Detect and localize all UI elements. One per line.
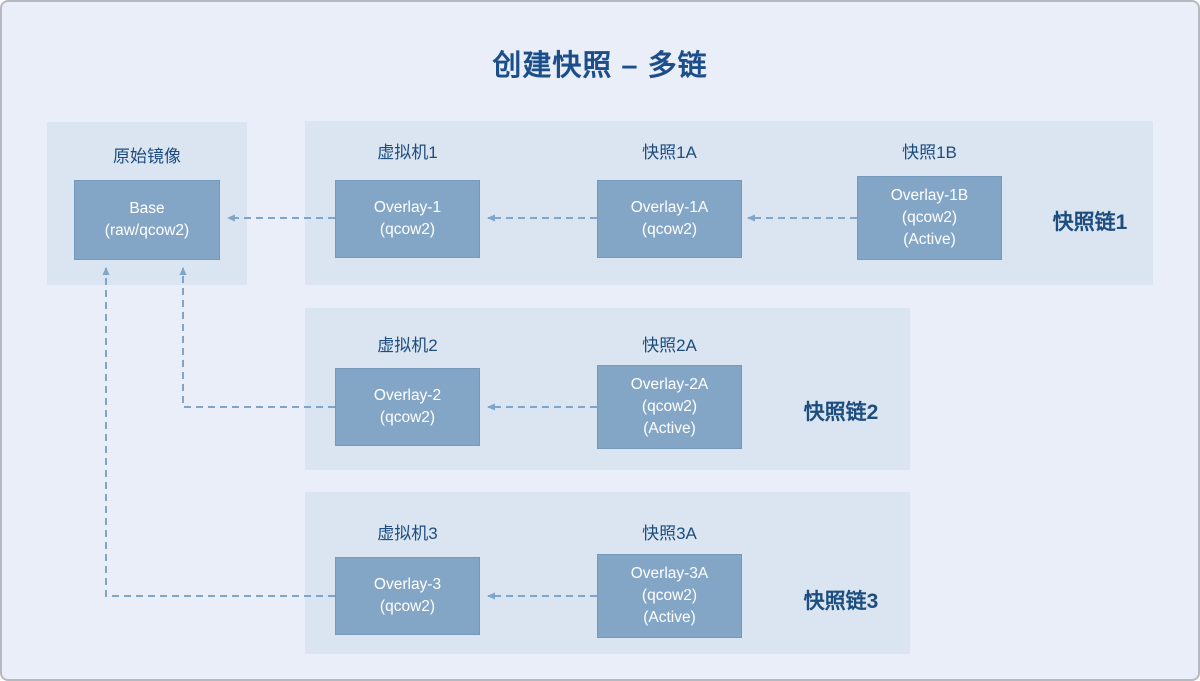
node-overlay-2a: Overlay-2A (qcow2) (Active) [597, 365, 742, 449]
node-overlay-1-line1: Overlay-1 [373, 199, 442, 216]
node-overlay-1a: Overlay-1A (qcow2) [597, 180, 742, 258]
node-overlay-1a-line2: (qcow2) [641, 221, 698, 238]
node-label-snapshot1b: 快照1B [902, 143, 957, 162]
node-overlay-2: Overlay-2 (qcow2) [335, 368, 480, 446]
chain1-name: 快照链1 [1052, 211, 1128, 234]
node-overlay-2-line1: Overlay-2 [373, 387, 442, 404]
arrow-overlay2-to-base [179, 267, 335, 408]
node-overlay-1b-line2: (qcow2) [901, 209, 958, 226]
node-overlay-3-line1: Overlay-3 [373, 576, 442, 593]
node-base: Base (raw/qcow2) [74, 180, 220, 260]
chain3-name: 快照链3 [803, 590, 879, 613]
node-overlay-1b-line1: Overlay-1B [890, 187, 969, 204]
node-overlay-1a-line1: Overlay-1A [630, 199, 709, 216]
node-label-snapshot2a: 快照2A [642, 336, 697, 355]
node-overlay-3a-line3: (Active) [643, 609, 696, 626]
node-overlay-2a-line1: Overlay-2A [630, 376, 709, 393]
source-label: 原始镜像 [113, 147, 181, 166]
node-overlay-2-line2: (qcow2) [379, 409, 436, 426]
node-base-line2: (raw/qcow2) [104, 222, 190, 239]
chain2-name: 快照链2 [803, 401, 879, 424]
node-overlay-2a-line3: (Active) [643, 420, 696, 437]
arrow-overlay3-to-base [102, 267, 335, 597]
node-overlay-1b-line3: (Active) [903, 231, 956, 248]
node-overlay-3-line2: (qcow2) [379, 598, 436, 615]
node-overlay-1: Overlay-1 (qcow2) [335, 180, 480, 258]
node-base-line1: Base [129, 200, 165, 217]
node-overlay-1-line2: (qcow2) [379, 221, 436, 238]
node-overlay-3: Overlay-3 (qcow2) [335, 557, 480, 635]
node-label-vm1: 虚拟机1 [377, 143, 438, 162]
node-label-snapshot1a: 快照1A [642, 143, 697, 162]
node-label-vm2: 虚拟机2 [377, 336, 438, 355]
node-overlay-3a-line1: Overlay-3A [630, 565, 709, 582]
node-overlay-2a-line2: (qcow2) [641, 398, 698, 415]
page-title: 创建快照 – 多链 [492, 50, 708, 82]
node-label-vm3: 虚拟机3 [377, 524, 438, 543]
node-label-snapshot3a: 快照3A [642, 524, 697, 543]
node-overlay-1b: Overlay-1B (qcow2) (Active) [857, 176, 1002, 260]
node-overlay-3a-line2: (qcow2) [641, 587, 698, 604]
node-overlay-3a: Overlay-3A (qcow2) (Active) [597, 554, 742, 638]
